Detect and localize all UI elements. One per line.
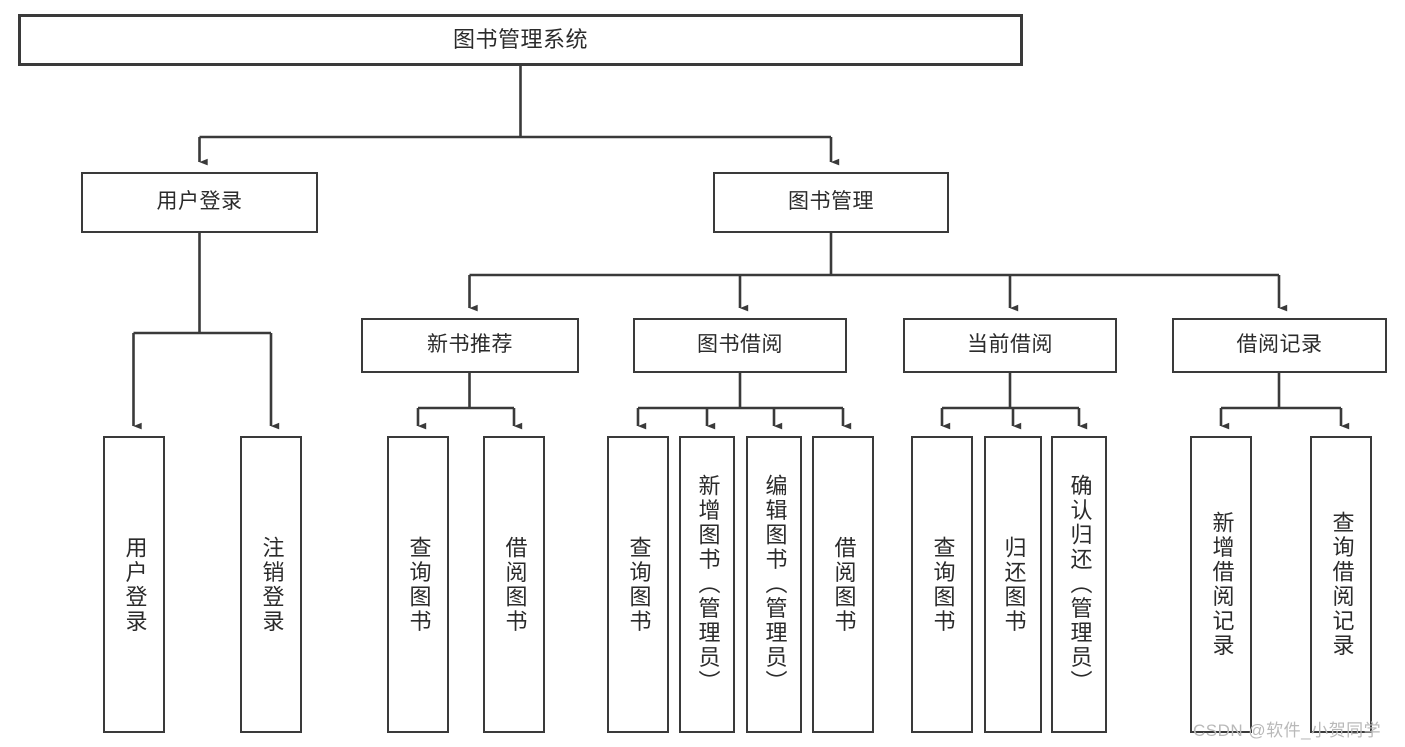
node-leaf-add-book-admin[interactable]: 新增图书（管理员） [679, 436, 735, 733]
node-book-management-label: 图书管理 [788, 190, 874, 214]
node-root[interactable]: 图书管理系统 [18, 14, 1023, 66]
node-leaf-add-borrow-record-label: 新增借阅记录 [1209, 511, 1235, 658]
node-leaf-edit-book-admin-label: 编辑图书（管理员） [762, 474, 788, 695]
node-leaf-search-borrow-record-label: 查询借阅记录 [1329, 511, 1355, 658]
node-user-login[interactable]: 用户登录 [81, 172, 318, 233]
node-book-borrow[interactable]: 图书借阅 [633, 318, 847, 373]
node-new-book-recommend[interactable]: 新书推荐 [361, 318, 579, 373]
node-leaf-search-book-new[interactable]: 查询图书 [387, 436, 449, 733]
node-leaf-borrow-book-label: 借阅图书 [831, 535, 857, 634]
node-current-borrow[interactable]: 当前借阅 [903, 318, 1117, 373]
node-leaf-search-borrow-record[interactable]: 查询借阅记录 [1310, 436, 1372, 733]
node-leaf-borrow-book-new[interactable]: 借阅图书 [483, 436, 545, 733]
node-leaf-search-book-current[interactable]: 查询图书 [911, 436, 973, 733]
node-root-label: 图书管理系统 [452, 27, 588, 53]
node-book-borrow-label: 图书借阅 [697, 333, 783, 357]
node-leaf-user-login-label: 用户登录 [122, 535, 148, 634]
node-leaf-confirm-return-admin[interactable]: 确认归还（管理员） [1051, 436, 1107, 733]
node-leaf-search-book-borrow-label: 查询图书 [626, 535, 652, 634]
node-leaf-borrow-book[interactable]: 借阅图书 [812, 436, 874, 733]
node-leaf-borrow-book-new-label: 借阅图书 [502, 535, 528, 634]
node-leaf-search-book-current-label: 查询图书 [930, 535, 956, 634]
node-leaf-logout[interactable]: 注销登录 [240, 436, 302, 733]
node-new-book-recommend-label: 新书推荐 [427, 333, 513, 357]
node-leaf-search-book-borrow[interactable]: 查询图书 [607, 436, 669, 733]
node-leaf-user-login[interactable]: 用户登录 [103, 436, 165, 733]
node-leaf-return-book[interactable]: 归还图书 [984, 436, 1042, 733]
node-leaf-edit-book-admin[interactable]: 编辑图书（管理员） [746, 436, 802, 733]
node-leaf-confirm-return-admin-label: 确认归还（管理员） [1067, 474, 1093, 695]
node-leaf-return-book-label: 归还图书 [1001, 535, 1027, 634]
node-leaf-add-book-admin-label: 新增图书（管理员） [695, 474, 721, 695]
node-leaf-add-borrow-record[interactable]: 新增借阅记录 [1190, 436, 1252, 733]
node-leaf-logout-label: 注销登录 [259, 535, 285, 634]
node-current-borrow-label: 当前借阅 [967, 333, 1053, 357]
node-leaf-search-book-new-label: 查询图书 [406, 535, 432, 634]
node-borrow-record[interactable]: 借阅记录 [1172, 318, 1387, 373]
csdn-watermark: CSDN @软件_小贺同学 [1193, 721, 1382, 740]
node-borrow-record-label: 借阅记录 [1236, 333, 1323, 357]
node-user-login-label: 用户登录 [156, 190, 243, 214]
node-book-management[interactable]: 图书管理 [713, 172, 949, 233]
